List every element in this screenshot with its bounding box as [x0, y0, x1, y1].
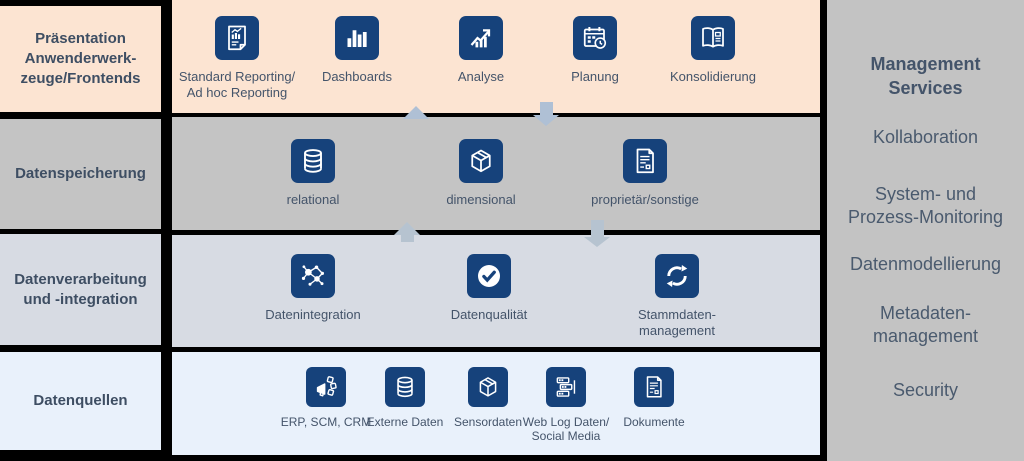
tile-caption: Analyse	[457, 69, 505, 84]
tile-caption: relational	[286, 192, 340, 207]
tile-caption: Sensordaten	[453, 415, 523, 429]
row-label-praesentation: Präsentation Anwenderwerk- zeuge/Fronten…	[0, 6, 161, 112]
database-icon	[298, 146, 328, 176]
open-book-icon	[698, 23, 728, 53]
tile-caption: proprietär/sonstige	[591, 192, 699, 207]
tile-web-log-daten: Web Log Daten/ Social Media	[516, 367, 616, 443]
management-item-metadatenmanagement: Metadaten- management	[872, 303, 979, 346]
document-icon	[630, 146, 660, 176]
check-circle-icon	[474, 261, 504, 291]
network-icon	[298, 261, 328, 291]
tile-analyse: Analyse	[416, 16, 546, 85]
management-services-title: Management Services	[870, 54, 981, 98]
tile-erp-scm-crm: ERP, SCM, CRM	[276, 367, 376, 429]
document-icon	[641, 374, 667, 400]
tile-dokumente: Dokumente	[604, 367, 704, 429]
tile-caption: dimensional	[446, 192, 516, 207]
tile-sensordaten: Sensordaten	[438, 367, 538, 429]
row-datenspeicherung-content: relational dimensional	[172, 117, 820, 230]
row-datenquellen-content: ERP, SCM, CRM Externe Daten	[172, 352, 820, 455]
management-item-monitoring: System- und Prozess-Monitoring	[847, 184, 1004, 227]
row-label-text: Datenspeicherung	[15, 165, 146, 182]
row-label-text: Präsentation Anwenderwerk- zeuge/Fronten…	[20, 30, 141, 87]
report-icon	[222, 23, 252, 53]
tile-caption: Datenqualität	[450, 307, 528, 322]
tile-dimensional: dimensional	[401, 139, 561, 208]
row-label-datenquellen: Datenquellen	[0, 352, 161, 450]
trend-arrow-icon	[466, 23, 496, 53]
bar-chart-icon	[342, 23, 372, 53]
tile-relational: relational	[233, 139, 393, 208]
tile-caption: Web Log Daten/ Social Media	[522, 415, 610, 443]
tile-datenqualitaet: Datenqualität	[404, 254, 574, 323]
tile-caption: Datenintegration	[265, 307, 361, 322]
tile-caption: Dashboards	[321, 69, 393, 84]
tile-caption: Standard Reporting/ Ad hoc Reporting	[178, 69, 296, 100]
tile-caption: Planung	[571, 69, 619, 84]
cube-icon	[475, 374, 501, 400]
row-label-text: Datenverarbeitung und -integration	[14, 270, 147, 308]
tile-caption: Externe Daten	[366, 415, 444, 429]
tile-stammdatenmanagement: Stammdaten- management	[592, 254, 762, 339]
management-item-datenmodellierung: Datenmodellierung	[849, 254, 1002, 274]
tile-caption: Stammdaten- management	[637, 307, 717, 338]
management-item-security: Security	[892, 380, 959, 400]
management-item-kollaboration: Kollaboration	[872, 127, 979, 147]
megaphone-icon	[313, 374, 339, 400]
row-label-text: Datenquellen	[33, 392, 128, 409]
tile-caption: Konsolidierung	[669, 69, 756, 84]
tile-externe-daten: Externe Daten	[355, 367, 455, 429]
cube-icon	[466, 146, 496, 176]
sync-icon	[662, 261, 692, 291]
row-datenverarbeitung-content: Datenintegration Datenqualität	[172, 235, 820, 347]
row-label-datenspeicherung: Datenspeicherung	[0, 119, 161, 229]
tile-planung: Planung	[530, 16, 660, 85]
tile-proprietaer: proprietär/sonstige	[565, 139, 725, 208]
row-label-datenverarbeitung: Datenverarbeitung und -integration	[0, 234, 161, 345]
tile-konsolidierung: Konsolidierung	[648, 16, 778, 85]
calendar-clock-icon	[580, 23, 610, 53]
management-services-panel: Management Services Kollaboration System…	[827, 0, 1024, 461]
row-praesentation-content: Standard Reporting/ Ad hoc Reporting Das…	[172, 0, 820, 113]
server-icon	[553, 374, 579, 400]
tile-standard-reporting: Standard Reporting/ Ad hoc Reporting	[172, 16, 302, 101]
tile-datenintegration: Datenintegration	[228, 254, 398, 323]
tile-dashboards: Dashboards	[292, 16, 422, 85]
up-arrow	[403, 106, 429, 119]
tile-caption: Dokumente	[623, 415, 685, 429]
tile-caption: ERP, SCM, CRM	[280, 415, 372, 429]
database-icon	[392, 374, 418, 400]
